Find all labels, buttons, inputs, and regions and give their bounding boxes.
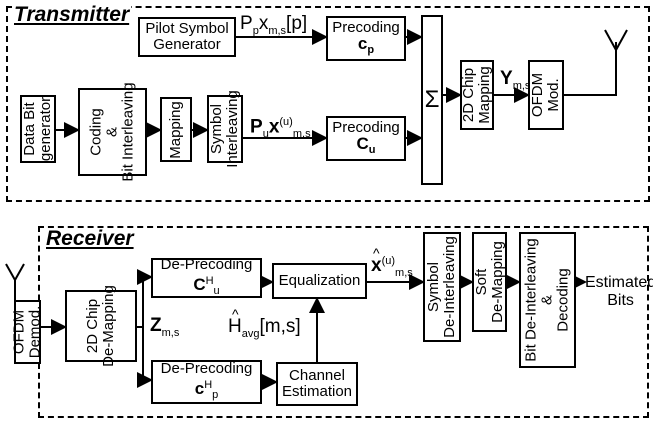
receiver-title: Receiver [44,227,136,250]
pilot-signal-label: Ppxm,s[p] [240,13,308,37]
bit-deinterleaving-decoding-block: Bit De-Interleaving&Decoding [519,232,576,368]
transmit-antenna-icon [604,29,628,51]
data-signal-label: Pux(u)m,s [250,116,311,141]
transmitter-section [6,6,650,202]
arrow-split-to-deprecoding-bottom [137,327,153,388]
sum-icon: Σ [424,86,440,113]
estimated-bits-label: Estimated Bits [585,274,653,309]
line-ofdm-to-antenna [564,50,617,96]
mapping-block: Mapping [160,97,192,162]
z-signal-label: Zm,s [150,315,180,339]
y-signal-label: Ym,s [500,68,531,92]
h-avg-label: ^Havg[m,s] [228,306,301,340]
arrow-split-to-deprecoding-top [137,269,153,327]
coding-interleaving-block: Coding&Bit Interleaving [78,82,147,182]
equalization-block: Equalization [272,263,367,299]
x-hat-signal-label: ^x(u)m,s [371,245,413,280]
sum-block: Σ [421,15,443,185]
transmitter-title: Transmitter [12,3,132,26]
